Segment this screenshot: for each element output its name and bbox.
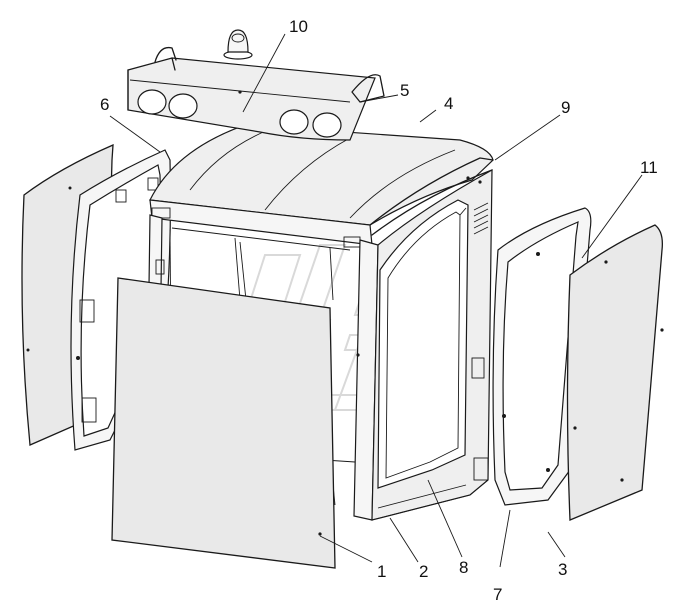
right-door-frame bbox=[471, 207, 592, 506]
callout-4: 4 bbox=[444, 94, 453, 113]
callout-6: 6 bbox=[100, 95, 109, 114]
callout-9: 9 bbox=[561, 98, 570, 117]
leader-lines bbox=[109, 33, 643, 568]
callout-7: 7 bbox=[493, 585, 502, 604]
callout-labels: 10 5 4 6 9 11 1 2 8 7 3 bbox=[100, 17, 658, 604]
front-windshield-glass bbox=[111, 277, 336, 569]
callout-2: 2 bbox=[419, 562, 428, 581]
roof-light-console bbox=[127, 29, 385, 141]
callout-8: 8 bbox=[459, 558, 468, 577]
callout-5: 5 bbox=[400, 81, 409, 100]
callout-3: 3 bbox=[558, 560, 567, 579]
right-side-glass bbox=[566, 224, 664, 521]
beacon-light bbox=[223, 29, 253, 60]
callout-11: 11 bbox=[640, 158, 658, 177]
callout-1: 1 bbox=[377, 562, 386, 581]
side-louver-vent bbox=[473, 202, 489, 235]
callout-10: 10 bbox=[289, 17, 308, 36]
